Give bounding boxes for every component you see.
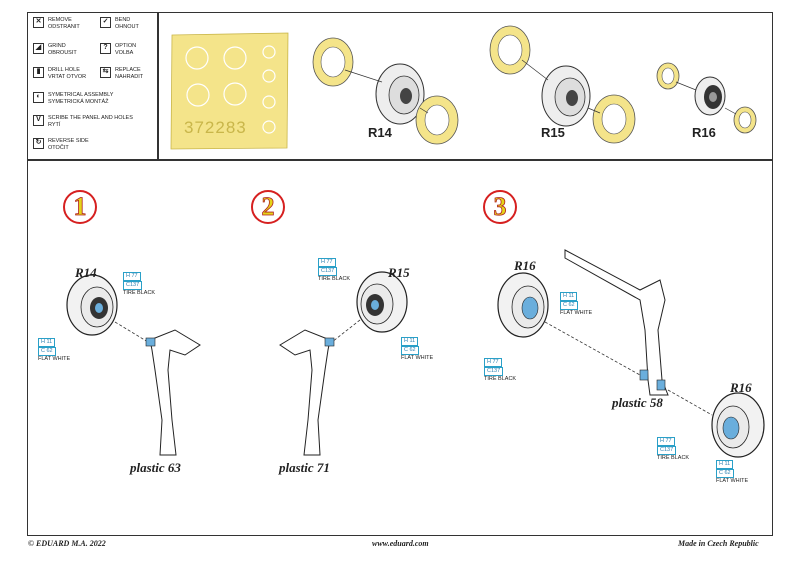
step2-hub-paint: H 11 C 62 FLAT WHITE xyxy=(401,337,434,361)
step2-plastic-label: plastic 71 xyxy=(279,460,330,475)
step2-drawing xyxy=(279,271,408,456)
top-panel xyxy=(158,12,773,160)
option-icon: ? xyxy=(100,43,111,54)
step1-drawing xyxy=(66,274,201,456)
step3-part2-label: R16 xyxy=(730,380,752,395)
step3-hub-paint-2: H 11 C 62 FLAT WHITE xyxy=(716,460,749,484)
step-1-number: 1 xyxy=(63,190,97,224)
step1-hub-paint: H 11 C 62 FLAT WHITE xyxy=(38,338,71,362)
step3-tire-paint-2: H 77 C137 TIRE BLACK xyxy=(657,437,690,461)
step3-tire-paint: H 77 C137 TIRE BLACK xyxy=(484,358,517,382)
top-label-r16: R16 xyxy=(692,125,716,140)
legend-remove: ✕REMOVE ODSTRANIT xyxy=(33,17,80,30)
remove-icon: ✕ xyxy=(33,17,44,28)
main-panel xyxy=(27,160,773,536)
legend-bend: ✓BEND OHNOUT xyxy=(100,17,139,30)
step2-tire-paint: H 77 C137 TIRE BLACK xyxy=(318,258,351,282)
symmetrical-icon: ◐ xyxy=(33,92,44,103)
legend-reverse: ↻REVERSE SIDE OTOČIT xyxy=(33,138,89,151)
top-r16-assembly xyxy=(656,62,757,134)
top-r15-assembly xyxy=(489,25,636,144)
grind-icon: ◢ xyxy=(33,43,44,54)
footer-website: www.eduard.com xyxy=(372,539,429,548)
replace-icon: ⇆ xyxy=(100,67,111,78)
legend-replace: ⇆REPLACE NAHRADIT xyxy=(100,67,143,80)
step3-drawing xyxy=(497,249,765,458)
legend-panel xyxy=(27,12,158,160)
step3-part-label: R16 xyxy=(514,258,536,273)
legend-symmetrical: ◐SYMETRICAL ASSEMBLY SYMETRICKÁ MONTÁŽ xyxy=(33,92,113,105)
legend-drill: ▮DRILL HOLE VRTAT OTVOR xyxy=(33,67,86,80)
step2-part-label: R15 xyxy=(388,265,410,280)
reverse-icon: ↻ xyxy=(33,138,44,149)
scribe-icon: V xyxy=(33,115,44,126)
step-2-number: 2 xyxy=(251,190,285,224)
bend-icon: ✓ xyxy=(100,17,111,28)
top-label-r14: R14 xyxy=(368,125,392,140)
step1-tire-paint: H 77 C137 TIRE BLACK xyxy=(123,272,156,296)
drill-icon: ▮ xyxy=(33,67,44,78)
step1-part-label: R14 xyxy=(75,265,97,280)
step3-hub-paint: H 11 C 62 FLAT WHITE xyxy=(560,292,593,316)
top-r14-assembly xyxy=(312,37,459,145)
step1-plastic-label: plastic 63 xyxy=(130,460,181,475)
legend-grind: ◢GRIND OBROUSIT xyxy=(33,43,77,56)
legend-option: ?OPTION VOLBA xyxy=(100,43,136,56)
mask-sheet xyxy=(170,32,289,150)
footer-origin: Made in Czech Republic xyxy=(678,539,759,548)
step-3-number: 3 xyxy=(483,190,517,224)
sheet-code: 372283 xyxy=(184,118,247,137)
step3-plastic-label: plastic 58 xyxy=(612,395,663,410)
top-label-r15: R15 xyxy=(541,125,565,140)
footer-copyright: © EDUARD M.A. 2022 xyxy=(28,539,106,548)
